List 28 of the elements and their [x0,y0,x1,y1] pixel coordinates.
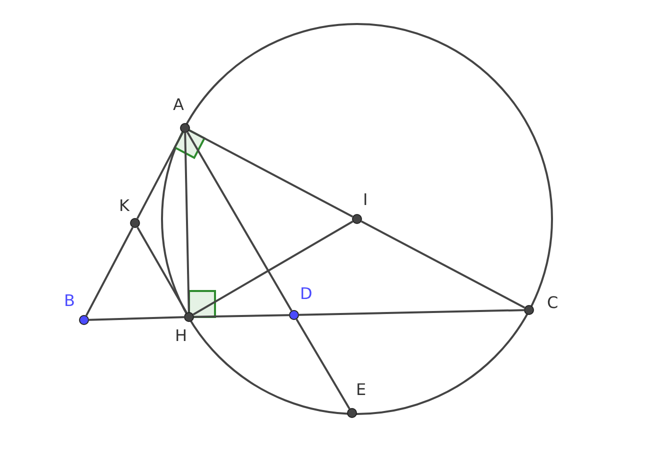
point-label: H [175,327,188,345]
line-segment [136,132,184,220]
point [180,123,190,133]
line-segment [296,318,350,410]
line-segment [85,226,134,316]
point-label: I [363,191,368,209]
line-segment [186,132,292,312]
point [184,312,194,322]
point [289,310,299,320]
point [352,214,362,224]
point-label: K [119,197,130,215]
point-label: B [64,292,75,310]
point-label: D [300,285,312,303]
line-segment [194,314,290,318]
point [130,218,140,228]
point [347,408,357,418]
line-segment [360,220,526,309]
line-segment [136,226,188,314]
point-label: C [547,294,558,312]
line-segment [88,316,184,321]
point-label: A [173,96,184,114]
line-segment [184,132,190,312]
line-segment [298,309,524,316]
point-label: E [356,381,366,399]
point [79,315,89,325]
point [524,305,534,315]
line-segment [188,129,354,218]
line-segment [192,220,354,316]
